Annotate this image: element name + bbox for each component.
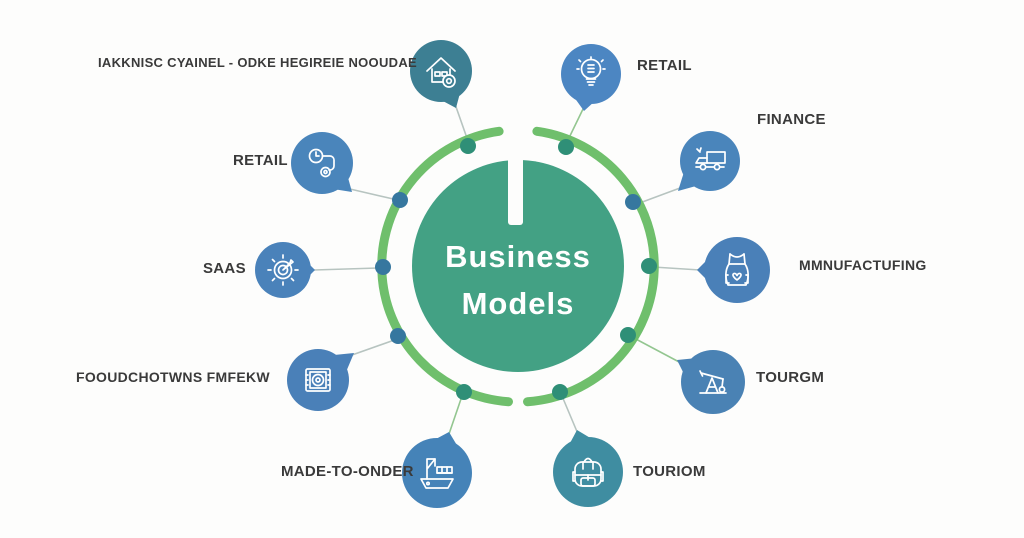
label-right-middle: MMNUFACTUFING: [799, 257, 927, 273]
orbit-dot: [641, 258, 657, 274]
pumpjack-icon: [699, 370, 727, 394]
bubble-truck: [678, 131, 740, 191]
label-left-lower: FOOUDCHOTWNS FMFEKW: [76, 369, 270, 385]
orbit-dot: [375, 259, 391, 275]
bubble-ship: [402, 432, 472, 508]
connector-backpack: [561, 395, 579, 435]
house-gear-icon: [426, 57, 456, 88]
bubble-circle: [291, 132, 353, 194]
bubble-house-gear: [410, 40, 472, 108]
connector-target: [313, 267, 379, 271]
label-bottom-right: TOURIOM: [633, 463, 706, 480]
bubble-photo-frame: [287, 349, 354, 411]
bubble-circle: [561, 44, 621, 104]
label-top-right: RETAIL: [637, 57, 692, 74]
orbit-dot: [625, 194, 641, 210]
connector-pumpjack: [631, 336, 682, 364]
connector-truck: [636, 187, 681, 205]
bubble-circle: [704, 237, 770, 303]
center-title-line1: Business: [445, 239, 591, 274]
bubble-target: [255, 242, 315, 298]
orbit-dot: [558, 139, 574, 155]
bubble-circle: [410, 40, 472, 102]
label-right-lower: TOURGM: [756, 369, 825, 386]
orbit-dot: [390, 328, 406, 344]
flowchart-icon: [308, 148, 335, 178]
orbit-dot: [620, 327, 636, 343]
bubble-tail: [678, 172, 696, 191]
connector-ship: [448, 395, 463, 435]
label-left-middle: SAAS: [203, 260, 246, 277]
center-circle-group: Business Models: [412, 148, 624, 372]
bubble-circle: [680, 131, 740, 191]
photo-frame-icon: [305, 368, 331, 392]
label-left-upper: RETAIL: [233, 152, 288, 169]
bubble-circle: [553, 437, 623, 507]
label-top-left: IAKKNISC CYAINEL - ODKE HEGIREIE NOOUDAE: [98, 55, 417, 70]
apron-icon: [725, 253, 749, 286]
connector-house: [454, 103, 469, 142]
orbit-dot: [460, 138, 476, 154]
orbit-dot: [456, 384, 472, 400]
bubble-backpack: [553, 430, 623, 507]
bubble-lightbulb: [561, 44, 621, 111]
orbit-dot: [392, 192, 408, 208]
label-bottom-left: MADE-TO-ONDER: [281, 463, 414, 480]
orbit-dot: [552, 384, 568, 400]
center-circle: [412, 160, 624, 372]
bubble-circle: [287, 349, 349, 411]
backpack-icon: [572, 457, 604, 487]
truck-icon: [695, 147, 726, 171]
orbit-dots: [375, 138, 657, 400]
ship-icon: [420, 458, 454, 489]
connector-apron: [652, 266, 701, 271]
lightbulb-icon: [576, 56, 606, 86]
center-power-bar: [508, 148, 523, 225]
bubble-flowchart: [291, 132, 353, 194]
bubble-pumpjack: [677, 350, 745, 414]
label-right-upper: FINANCE: [757, 111, 826, 128]
target-icon: [267, 254, 299, 286]
center-title-line2: Models: [462, 286, 575, 321]
bubble-apron: [697, 237, 770, 303]
